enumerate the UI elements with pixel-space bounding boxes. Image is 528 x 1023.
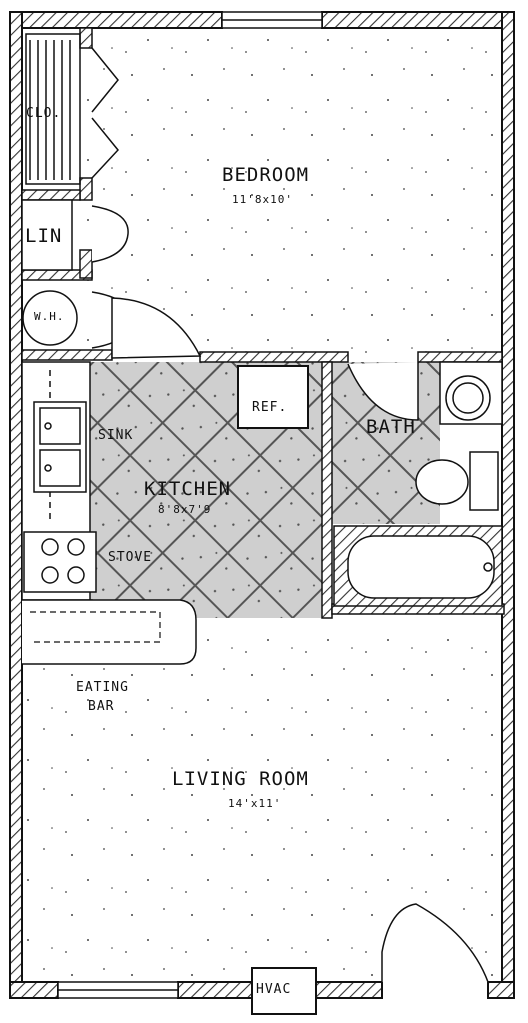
bedroom-floor bbox=[84, 28, 502, 353]
sink-label: SINK bbox=[98, 428, 134, 443]
eating-bar-overhang bbox=[30, 611, 161, 643]
eating-bar bbox=[22, 599, 197, 665]
entry-door bbox=[381, 903, 489, 983]
water-heater-label: W.H. bbox=[34, 310, 65, 323]
stove-label: STOVE bbox=[108, 550, 153, 565]
living-room-dimensions: 14'x11' bbox=[228, 797, 282, 810]
toilet bbox=[415, 451, 499, 511]
windows bbox=[57, 11, 323, 999]
kitchen-dimensions: 8'8x7'9 bbox=[158, 503, 212, 516]
sink bbox=[33, 401, 87, 493]
kitchen-label: KITCHEN bbox=[144, 478, 232, 500]
eating-bar-label-line1: EATING bbox=[76, 680, 129, 695]
hvac-unit bbox=[251, 967, 317, 1015]
linen-closet bbox=[21, 199, 73, 271]
bedroom-door bbox=[111, 297, 202, 359]
water-heater bbox=[22, 290, 78, 346]
stove bbox=[23, 531, 97, 593]
closet-label: CLO. bbox=[26, 106, 62, 121]
bathtub bbox=[333, 525, 503, 607]
eating-bar-label-line2: BAR bbox=[88, 699, 115, 714]
bath-label: BATH bbox=[366, 416, 416, 438]
living-room-label: LIVING ROOM bbox=[172, 768, 309, 790]
bath-fixture bbox=[439, 361, 503, 425]
bath-door bbox=[347, 362, 419, 421]
refrigerator-label: REF. bbox=[252, 400, 288, 415]
bedroom-label: BEDROOM bbox=[222, 164, 310, 186]
bedroom-dimensions: 11'8x10' bbox=[232, 193, 293, 206]
hvac-label: HVAC bbox=[256, 982, 292, 997]
closet bbox=[25, 33, 119, 185]
linen-label: LIN bbox=[25, 225, 63, 247]
linen-door bbox=[91, 205, 129, 263]
exterior-walls bbox=[9, 11, 515, 999]
refrigerator bbox=[237, 365, 309, 429]
